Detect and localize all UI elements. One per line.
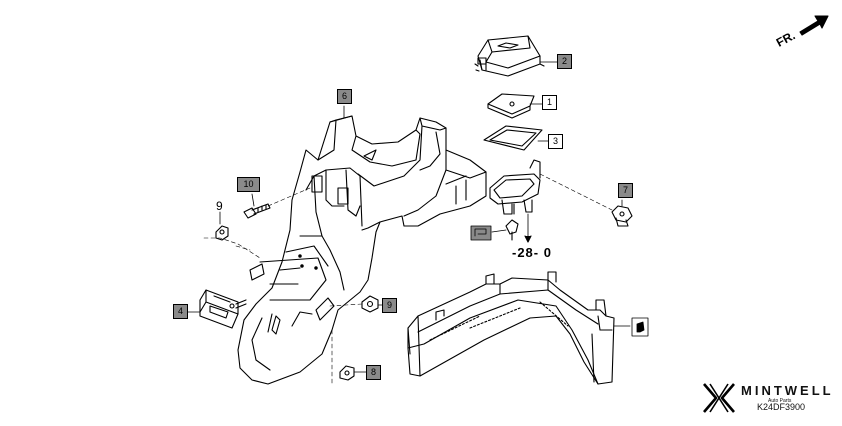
license-light-part — [199, 289, 247, 329]
pad-part — [487, 93, 535, 119]
gasket-part — [483, 125, 543, 151]
reference-label: -28- 0 — [512, 245, 552, 260]
callout-8: 8 — [366, 365, 381, 380]
bolt-10-part — [243, 203, 271, 219]
screw-part — [505, 219, 519, 241]
cover-part — [474, 35, 545, 77]
callout-4: 4 — [173, 304, 188, 319]
callout-10: 10 — [237, 177, 260, 192]
front-arrow-icon — [799, 15, 829, 36]
grommet-9-part — [361, 295, 379, 313]
callout-2: 2 — [557, 54, 572, 69]
splash-guard-part — [407, 271, 615, 385]
brand-tagline: Auto Parts — [768, 398, 792, 404]
callout-7: 7 — [618, 183, 633, 198]
hook-flag-icon — [631, 317, 649, 337]
brand-name: MINTWELL — [741, 383, 834, 398]
bracket-flag-icon — [470, 225, 492, 241]
diagram-code: K24DF3900 — [757, 402, 806, 412]
callout-6: 6 — [337, 89, 352, 104]
nut-9-part — [215, 225, 229, 241]
bolt-7-part — [611, 205, 633, 227]
callout-1: 1 — [542, 95, 557, 110]
mintwell-logo-icon — [703, 383, 735, 413]
callout-9-box: 9 — [382, 298, 397, 313]
nut-8-part — [339, 365, 355, 381]
callout-9-label: 9 — [216, 199, 223, 213]
rear-fender-tray-part — [237, 115, 541, 385]
callout-3: 3 — [548, 134, 563, 149]
